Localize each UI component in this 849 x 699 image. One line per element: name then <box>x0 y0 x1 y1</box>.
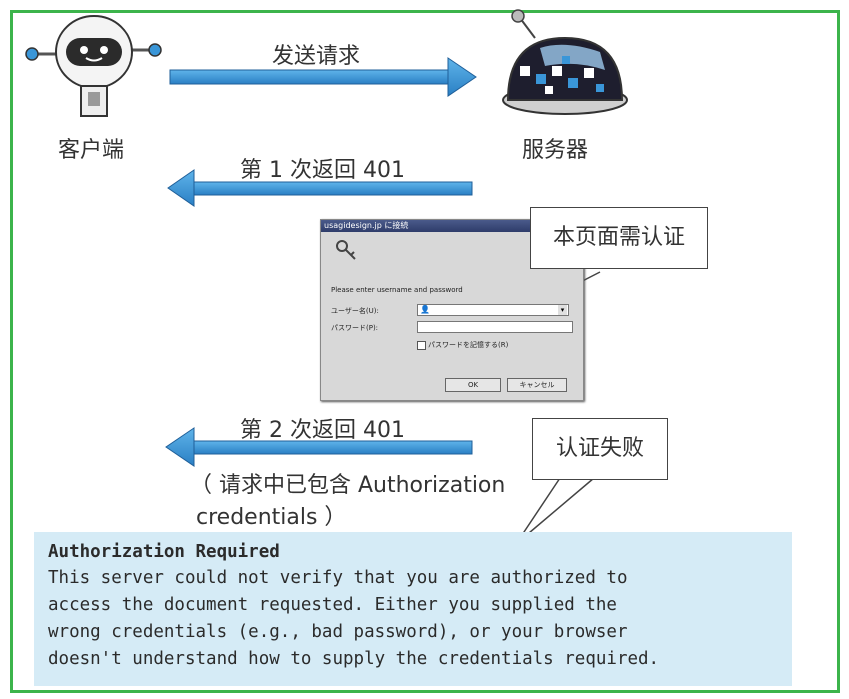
key-icon <box>335 238 359 262</box>
dialog-prompt: Please enter username and password <box>331 286 463 294</box>
auth-failed-callout: 认证失败 <box>532 418 668 480</box>
second-401-arrow <box>165 427 473 467</box>
auth-needed-callout: 本页面需认证 <box>530 207 708 269</box>
password-label: パスワード(P): <box>331 324 379 332</box>
error-line-1: This server could not verify that you ar… <box>48 568 628 588</box>
cancel-button[interactable]: キャンセル <box>507 378 567 392</box>
error-line-3: wrong credentials (e.g., bad password), … <box>48 622 628 642</box>
first-401-arrow <box>167 169 473 207</box>
error-line-4: doesn't understand how to supply the cre… <box>48 649 660 669</box>
error-title: Authorization Required <box>48 542 280 562</box>
first-401-label: 第 1 次返回 401 <box>240 158 405 183</box>
user-icon: 👤 <box>420 305 430 314</box>
server-label: 服务器 <box>522 138 589 163</box>
second-401-note-line1: （ 请求中已包含 Authorization <box>190 473 506 498</box>
request-arrow <box>169 57 477 97</box>
error-message-box: Authorization Required This server could… <box>34 532 792 686</box>
username-field[interactable]: 👤 ▾ <box>417 304 569 316</box>
dialog-title: usagidesign.jp に接続 <box>321 220 583 232</box>
password-field[interactable] <box>417 321 573 333</box>
client-robot-icon <box>25 15 162 117</box>
error-line-2: access the document requested. Either yo… <box>48 595 617 615</box>
remember-checkbox[interactable] <box>417 341 426 350</box>
client-label: 客户端 <box>58 138 125 163</box>
server-robot-icon <box>502 9 628 115</box>
username-label: ユーザー名(U): <box>331 307 379 315</box>
chevron-down-icon[interactable]: ▾ <box>558 305 567 315</box>
login-dialog: usagidesign.jp に接続 Please enter username… <box>320 219 584 401</box>
request-label: 发送请求 <box>272 44 361 69</box>
ok-button[interactable]: OK <box>445 378 501 392</box>
second-401-note-line2: credentials ） <box>196 505 347 530</box>
second-401-label: 第 2 次返回 401 <box>240 418 405 443</box>
remember-label: パスワードを記憶する(R) <box>428 341 509 349</box>
